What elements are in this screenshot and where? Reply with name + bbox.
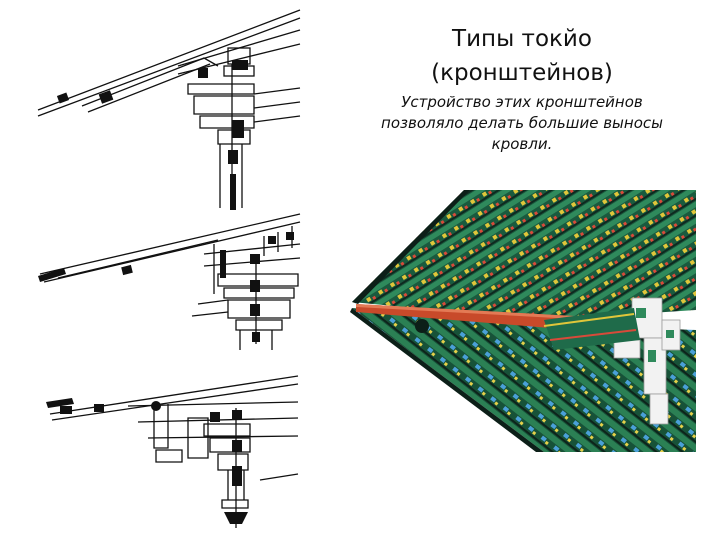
subtitle-line-2: позволяло делать большие выносы [381, 114, 663, 132]
slide-title: Типы токйо (кронштейнов) [372, 22, 672, 90]
roof-bracket-photo [344, 190, 696, 452]
bracket-type-1-drawing [37, 9, 301, 210]
bracket-drawings [37, 9, 301, 528]
subtitle-line-1: Устройство этих кронштейнов [401, 93, 643, 111]
bracket-type-3-drawing [49, 375, 299, 528]
bracket-type-2-drawing [39, 213, 301, 350]
title-line-1: Типы токйо [452, 26, 592, 52]
slide-subtitle: Устройство этих кронштейнов позволяло де… [366, 92, 678, 155]
subtitle-line-3: кровли. [491, 135, 553, 153]
title-line-2: (кронштейнов) [431, 60, 613, 86]
